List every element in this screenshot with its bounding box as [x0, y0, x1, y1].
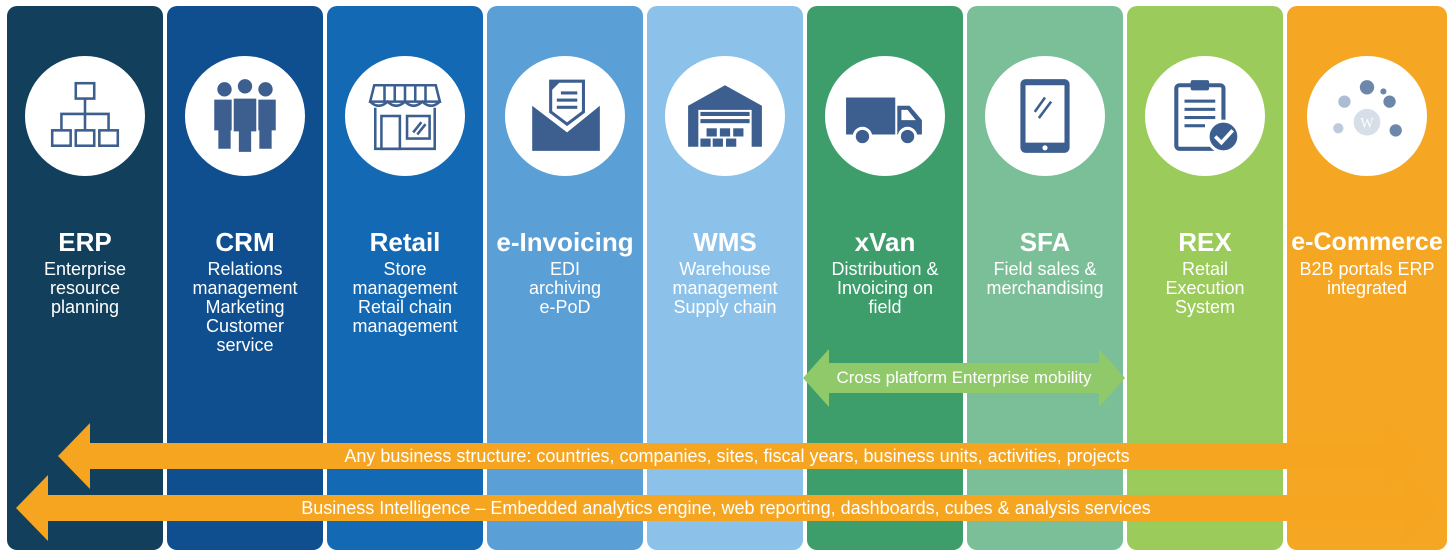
mobility-label: Cross platform Enterprise mobility: [836, 368, 1092, 387]
erp-description: Enterprise resource planning: [43, 259, 127, 317]
people-group-icon: [214, 77, 276, 154]
ecommerce-icon-badge: W: [1307, 56, 1427, 176]
double-arrow-icon: [16, 475, 1436, 541]
warehouse-icon: [688, 85, 762, 147]
ecommerce-description: B2B portals ERP integrated: [1299, 259, 1435, 298]
erp-icon-badge: [25, 56, 145, 176]
ecommerce-title: e-Commerce: [1291, 228, 1443, 256]
mobility-arrow: Cross platform Enterprise mobility: [803, 349, 1125, 407]
sfa-title: SFA: [1019, 227, 1071, 257]
sfa-icon-badge: [985, 56, 1105, 176]
einvoicing-icon-badge: [505, 56, 625, 176]
rex-description: Retail Execution System: [1165, 259, 1245, 317]
business-intelligence-label: Business Intelligence – Embedded analyti…: [301, 497, 1151, 518]
einvoicing-title: e-Invoicing: [496, 227, 634, 257]
clipboard-check-icon: [1174, 80, 1241, 154]
rex-title: REX: [1178, 227, 1232, 257]
business-intelligence-arrow: Business Intelligence – Embedded analyti…: [16, 475, 1436, 541]
delivery-van-icon: [846, 97, 922, 147]
crm-title: CRM: [215, 227, 275, 257]
double-arrow-icon: [58, 423, 1416, 489]
org-chart-icon: [50, 81, 120, 148]
tablet-icon: [1020, 79, 1070, 153]
crm-icon-badge: [185, 56, 305, 176]
envelope-document-icon: [532, 79, 600, 151]
crm-description: Relations management Marketing Customer …: [192, 259, 298, 355]
retail-icon-badge: [345, 56, 465, 176]
xvan-title: xVan: [854, 227, 916, 257]
wms-icon-badge: [665, 56, 785, 176]
double-arrow-icon: [803, 349, 1125, 407]
rex-icon-badge: [1145, 56, 1265, 176]
business-structure-label: Any business structure: countries, compa…: [344, 445, 1130, 466]
business-structure-arrow: Any business structure: countries, compa…: [58, 423, 1416, 489]
sfa-description: Field sales & merchandising: [986, 259, 1104, 298]
xvan-description: Distribution & Invoicing on field: [831, 259, 939, 317]
svg-text:W: W: [1360, 115, 1374, 131]
erp-title: ERP: [58, 227, 112, 257]
retail-title: Retail: [369, 227, 441, 257]
web-portal-icon: W: [1333, 80, 1402, 137]
einvoicing-description: EDI archiving e-PoD: [528, 259, 602, 317]
wms-description: Warehouse management Supply chain: [672, 259, 778, 317]
xvan-icon-badge: [825, 56, 945, 176]
retail-description: Store management Retail chain management: [352, 259, 458, 336]
storefront-icon: [368, 83, 442, 151]
wms-title: WMS: [693, 227, 757, 257]
